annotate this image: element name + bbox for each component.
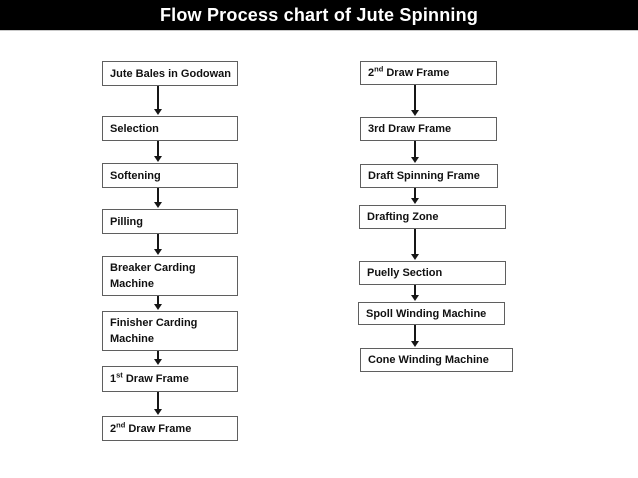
flow-box-label: 3rd Draw Frame (368, 123, 451, 135)
flow-arrow (410, 85, 420, 116)
flow-box-label: Finisher Carding Machine (110, 315, 234, 347)
arrow-shaft (157, 296, 159, 304)
flow-box-label: 2nd Draw Frame (110, 419, 192, 435)
flow-box-label: Breaker Carding Machine (110, 260, 234, 292)
label-text: Finisher Carding Machine (110, 317, 198, 345)
label-text: Softening (110, 169, 161, 182)
label-text: Breaker Carding Machine (110, 262, 196, 290)
label-ordinal: nd (374, 64, 384, 74)
flow-box-spoll-winding-machine: Spoll Winding Machine (358, 302, 505, 325)
arrow-head-icon (154, 304, 162, 310)
arrow-shaft (414, 188, 416, 198)
flow-box-label: Spoll Winding Machine (366, 308, 486, 320)
flow-box-label: Puelly Section (367, 267, 442, 279)
flow-arrow (410, 285, 420, 301)
flow-box-3rd-draw-frame: 3rd Draw Frame (360, 117, 497, 141)
label-text: Drafting Zone (367, 211, 439, 223)
flow-box-softening: Softening (102, 163, 238, 188)
flow-arrow (153, 351, 163, 365)
arrow-head-icon (154, 409, 162, 415)
flow-box-label: Draft Spinning Frame (368, 170, 480, 182)
arrow-head-icon (411, 341, 419, 347)
flow-arrow (153, 392, 163, 415)
flow-box-2nd-draw-frame-left: 2nd Draw Frame (102, 416, 238, 441)
arrow-shaft (157, 351, 159, 359)
arrow-head-icon (411, 157, 419, 163)
label-text: Pilling (110, 215, 143, 228)
arrow-head-icon (411, 198, 419, 204)
flow-arrow (410, 325, 420, 347)
label-text: Selection (110, 122, 159, 135)
flow-box-puelly-section: Puelly Section (359, 261, 506, 285)
flow-box-drafting-zone: Drafting Zone (359, 205, 506, 229)
flow-box-label: Pilling (110, 216, 143, 228)
label-rest: Draw Frame (383, 67, 450, 79)
flow-box-pilling: Pilling (102, 209, 238, 234)
title-bar: Flow Process chart of Jute Spinning (0, 0, 638, 31)
label-text: 2 (110, 422, 117, 435)
arrow-shaft (414, 229, 416, 254)
label-text: Puelly Section (367, 267, 443, 279)
arrow-head-icon (154, 109, 162, 115)
flow-box-cone-winding-machine: Cone Winding Machine (360, 348, 513, 372)
arrow-head-icon (154, 359, 162, 365)
flow-box-selection: Selection (102, 116, 238, 141)
label-rest: Draw Frame (122, 373, 189, 385)
label-text: Jute Bales in Godowan (110, 67, 232, 80)
label-ordinal: nd (116, 419, 126, 429)
label-ordinal: st (116, 370, 123, 380)
arrow-head-icon (411, 295, 419, 301)
flow-box-2nd-draw-frame-right: 2nd Draw Frame (360, 61, 497, 85)
label-text: 1 (110, 373, 117, 385)
flow-arrow (153, 234, 163, 255)
flow-box-label: Jute Bales in Godowan (110, 68, 231, 80)
arrow-head-icon (411, 254, 419, 260)
flow-box-label: Cone Winding Machine (368, 354, 489, 366)
label-text: Draft Spinning Frame (368, 170, 480, 182)
label-text: Spoll Winding Machine (366, 307, 487, 320)
flow-arrow (153, 86, 163, 115)
arrow-shaft (157, 392, 159, 409)
arrow-shaft (157, 141, 159, 156)
flow-box-draft-spinning-frame: Draft Spinning Frame (360, 164, 498, 188)
label-text: Cone Winding Machine (368, 354, 489, 366)
arrow-shaft (414, 85, 416, 110)
arrow-shaft (157, 188, 159, 202)
flow-box-label: Drafting Zone (367, 211, 439, 223)
flow-box-breaker-carding-machine: Breaker Carding Machine (102, 256, 238, 296)
arrow-shaft (414, 325, 416, 341)
label-rest: Draw Frame (125, 422, 192, 435)
arrow-head-icon (154, 156, 162, 162)
arrow-shaft (414, 141, 416, 157)
flow-box-label: 2nd Draw Frame (368, 64, 450, 79)
flow-box-label: Selection (110, 123, 159, 135)
flow-box-label: 1st Draw Frame (110, 370, 189, 385)
page-title: Flow Process chart of Jute Spinning (159, 4, 479, 25)
flow-arrow (410, 229, 420, 260)
flow-arrow (153, 296, 163, 310)
label-text: 3rd Draw Frame (368, 123, 452, 135)
flow-arrow (410, 188, 420, 204)
arrow-shaft (157, 86, 159, 109)
flow-box-1st-draw-frame: 1st Draw Frame (102, 366, 238, 392)
arrow-head-icon (411, 110, 419, 116)
flow-arrow (153, 188, 163, 208)
arrow-head-icon (154, 249, 162, 255)
flow-box-jute-bales-in-godowan: Jute Bales in Godowan (102, 61, 238, 86)
arrow-shaft (414, 285, 416, 295)
arrow-shaft (157, 234, 159, 249)
flow-arrow (153, 141, 163, 162)
arrow-head-icon (154, 202, 162, 208)
flow-box-label: Softening (110, 170, 161, 182)
flow-box-finisher-carding-machine: Finisher Carding Machine (102, 311, 238, 351)
flow-arrow (410, 141, 420, 163)
label-text: 2 (368, 67, 375, 79)
